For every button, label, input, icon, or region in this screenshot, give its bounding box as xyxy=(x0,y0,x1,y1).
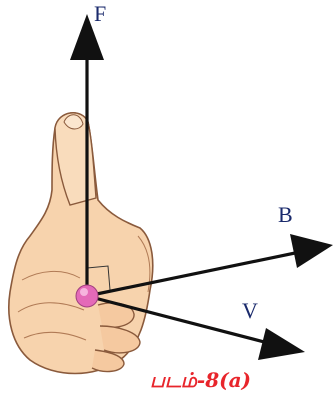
field-arrow-head xyxy=(290,234,333,268)
velocity-label: V xyxy=(242,298,258,323)
magnetic-field-label: B xyxy=(278,202,293,227)
hand-illustration xyxy=(9,113,153,374)
charge-highlight xyxy=(80,288,88,296)
velocity-arrow-head xyxy=(258,328,305,360)
figure-caption: படம்-8(a) xyxy=(150,368,251,395)
moving-charge xyxy=(76,285,98,307)
force-label: F xyxy=(94,1,106,26)
